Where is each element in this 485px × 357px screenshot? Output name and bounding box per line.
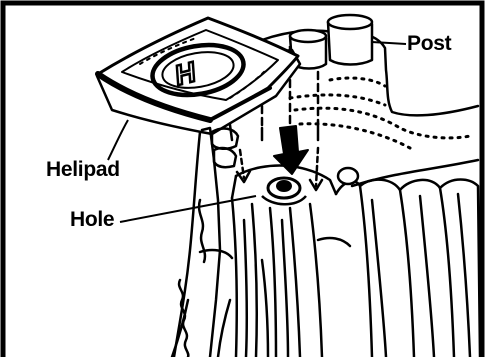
post-label: Post [407,33,451,54]
helipad-letter-text: H [175,55,197,92]
hole-label: Hole [70,209,114,230]
helipad-leader-line [108,120,128,160]
post-leader-line [372,42,406,44]
rock-columns [172,128,480,357]
helipad-platform [97,18,300,134]
hole-leader-line [120,196,256,222]
helipad-label: Helipad [46,159,120,180]
helipad-h-letter: H [175,55,197,92]
hole [262,178,306,204]
